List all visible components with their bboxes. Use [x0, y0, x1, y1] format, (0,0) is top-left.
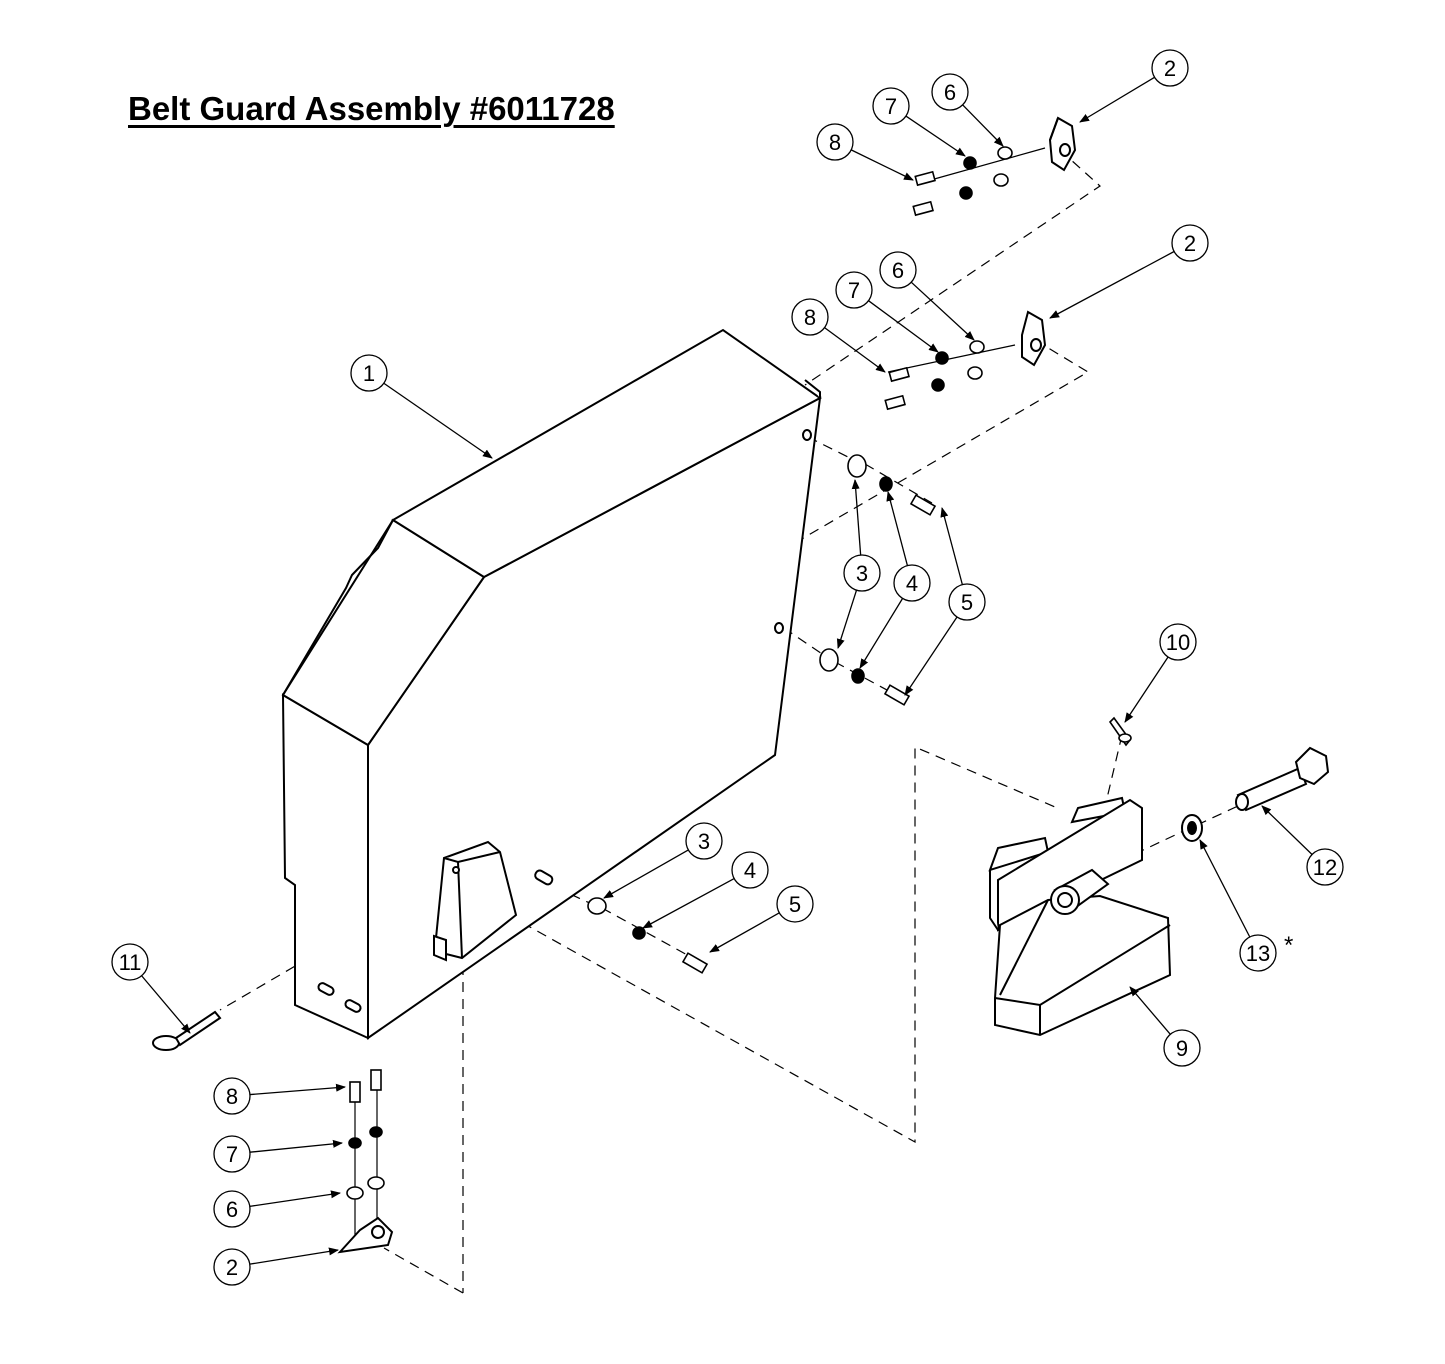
callout-3-label: 3 [856, 561, 868, 586]
callout-7-leader [249, 1139, 343, 1153]
callout-2-bubble: 2 [1151, 49, 1189, 87]
callout-11-bubble: 11 [111, 943, 149, 981]
callout-2-leader [249, 1247, 339, 1265]
callout-7-bubble: 7 [872, 87, 910, 125]
callout-10-leader [1124, 656, 1169, 723]
callout-7-leader [905, 115, 966, 157]
callout-10-bubble: 10 [1159, 623, 1197, 661]
callout-9-leader [1129, 986, 1171, 1035]
callout-6-bubble: 6 [931, 73, 969, 111]
callout-5-bubble: 5 [948, 583, 986, 621]
callout-2-bubble: 2 [1171, 224, 1209, 262]
callout-3-leader [836, 589, 858, 649]
callout-2-label: 2 [1184, 231, 1196, 256]
callout-1-label: 1 [363, 361, 375, 386]
callout-8-bubble: 8 [791, 298, 829, 336]
wing-screw [1108, 716, 1132, 747]
callout-12-bubble: 12 [1306, 848, 1344, 886]
callout-4-leader [642, 878, 735, 929]
callout-4-leader [886, 491, 909, 566]
callout-9-label: 9 [1176, 1036, 1188, 1061]
callout-2-bubble: 2 [213, 1248, 251, 1286]
callout-10-label: 10 [1166, 630, 1190, 655]
callout-2-label: 2 [1164, 56, 1176, 81]
callout-6-bubble: 6 [213, 1190, 251, 1228]
callout-6-leader [962, 104, 1004, 147]
diagram-title: Belt Guard Assembly #6011728 [128, 90, 615, 127]
callout-6-label: 6 [892, 258, 904, 283]
callout-8-leader [824, 327, 886, 373]
callout-11-leader [141, 975, 191, 1034]
callout-8-bubble: 8 [816, 123, 854, 161]
callout-2-label: 2 [226, 1255, 238, 1280]
callout-6-label: 6 [944, 80, 956, 105]
callout-6-bubble: 6 [879, 251, 917, 289]
hinge-lower [337, 1216, 394, 1254]
callout-5-leader [709, 912, 780, 953]
flat-washer [1181, 814, 1203, 842]
callout-12-leader [1261, 805, 1313, 855]
callout-1-bubble: 1 [350, 354, 388, 392]
idler-block [988, 796, 1172, 1037]
callout-5-bubble: 5 [776, 885, 814, 923]
callout-9-bubble: 9 [1163, 1029, 1201, 1067]
callout-3-leader [603, 849, 689, 899]
callout-8-label: 8 [829, 130, 841, 155]
callout-7-leader [868, 300, 939, 353]
callout-4-label: 4 [744, 858, 756, 883]
callout-6-leader [910, 281, 975, 341]
callout-3-label: 3 [698, 829, 710, 854]
callout-12-label: 12 [1313, 855, 1337, 880]
assembly-lines [219, 149, 1239, 1294]
callout-6-leader [249, 1190, 341, 1208]
callout-2-leader [1079, 76, 1155, 123]
hex-bolt [1235, 746, 1330, 812]
callout-2-leader [1049, 250, 1175, 319]
callout-4-bubble: 4 [731, 851, 769, 889]
hitch-pin [152, 1010, 222, 1051]
hardware-axes [354, 147, 1046, 1238]
callout-8-label: 8 [804, 305, 816, 330]
hinge-upper [1048, 116, 1077, 172]
callout-5-leader [940, 507, 964, 585]
fastener-hardware [346, 146, 1013, 1200]
callout-8-leader [249, 1083, 346, 1096]
callout-8-bubble: 8 [213, 1077, 251, 1115]
callout-13-note: * [1284, 932, 1294, 959]
mount-bracket [433, 840, 518, 962]
callout-5-label: 5 [789, 892, 801, 917]
callout-13-label: 13 [1246, 941, 1270, 966]
callout-7-bubble: 7 [835, 271, 873, 309]
callout-8-label: 8 [226, 1084, 238, 1109]
callout-5-label: 5 [961, 590, 973, 615]
callout-6-label: 6 [226, 1197, 238, 1222]
callout-8-leader [850, 149, 914, 181]
callout-5-leader [904, 616, 958, 696]
callout-11-label: 11 [119, 950, 142, 975]
callout-7-label: 7 [848, 278, 860, 303]
callout-4-label: 4 [906, 571, 918, 596]
callout-4-leader [859, 598, 904, 669]
callout-3-bubble: 3 [685, 822, 723, 860]
callout-7-bubble: 7 [213, 1135, 251, 1173]
callout-1-leader [383, 382, 493, 459]
callout-13-leader [1199, 839, 1251, 938]
callout-4-bubble: 4 [893, 564, 931, 602]
callout-3-bubble: 3 [843, 554, 881, 592]
callout-7-label: 7 [885, 94, 897, 119]
callout-leaders [141, 76, 1313, 1265]
callout-3-leader [851, 479, 862, 556]
hinge-middle [1021, 310, 1047, 367]
belt-guard-body [281, 328, 822, 1040]
callout-7-label: 7 [226, 1142, 238, 1167]
callout-13-bubble: 13 [1239, 934, 1277, 972]
